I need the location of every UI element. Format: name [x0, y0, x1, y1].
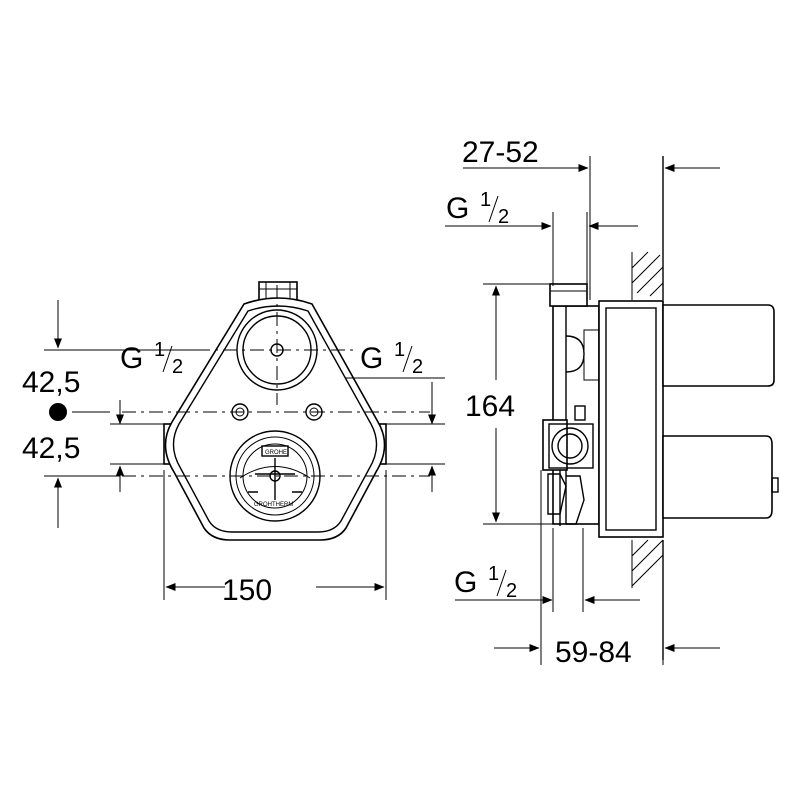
side-top-stub [549, 283, 588, 307]
dim-width: 150 [222, 574, 272, 607]
front-dimensions [44, 300, 445, 600]
side-inlet-outer [551, 427, 589, 465]
svg-text:2: 2 [506, 580, 517, 602]
brand-logo [261, 445, 289, 457]
dim-height: 164 [465, 390, 515, 423]
front-plate [598, 300, 664, 538]
side-inlet-stub [542, 419, 568, 471]
svg-text:G: G [360, 342, 383, 375]
svg-text:G: G [446, 192, 469, 225]
thread-label-front-left: G 1 2 [120, 339, 183, 378]
svg-text:1: 1 [394, 339, 405, 361]
brand-logo-text: GROHE [265, 450, 287, 456]
dim-depth-bottom: 59-84 [555, 636, 632, 669]
svg-text:1: 1 [480, 189, 491, 211]
svg-text:G: G [120, 342, 143, 375]
wall-hatch-top [631, 156, 664, 300]
thread-label-side-top: G 1 2 [446, 189, 509, 228]
thread-label-front-right: G 1 2 [360, 339, 423, 378]
svg-text:1: 1 [154, 339, 165, 361]
svg-text:2: 2 [412, 356, 423, 378]
side-inlet-inner [557, 433, 583, 459]
svg-text:G: G [454, 566, 477, 599]
cartridge-label-text: GROHTHERM [254, 502, 293, 508]
dim-offset-lower: 42,5 [22, 432, 80, 465]
upper-handle-block [662, 304, 775, 387]
thread-label-side-bottom: G 1 2 [454, 563, 517, 602]
side-dimensions [445, 156, 720, 665]
svg-text:1: 1 [488, 563, 499, 585]
dim-offset-upper: 42,5 [22, 366, 80, 399]
svg-text:2: 2 [172, 356, 183, 378]
reference-point-icon [49, 403, 67, 421]
lower-handle-block [662, 435, 773, 519]
dim-depth-top: 27-52 [462, 136, 539, 169]
front-view: GROHE GROHTHERM [122, 281, 430, 541]
side-view [542, 156, 779, 660]
svg-text:2: 2 [498, 206, 509, 228]
housing-outline [164, 297, 386, 541]
